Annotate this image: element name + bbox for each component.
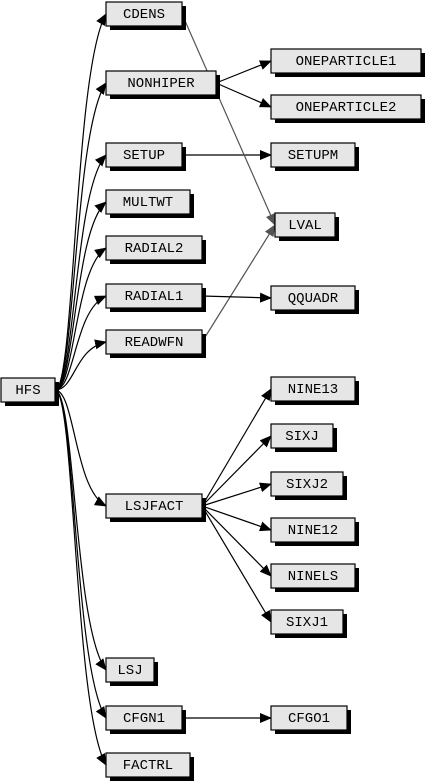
node-box [270, 517, 356, 543]
node-box [270, 563, 356, 589]
node-cfgn1: CFGN1 [105, 705, 186, 734]
node-box [105, 1, 183, 27]
node-cfgo1: CFGO1 [270, 705, 351, 734]
node-readwfn: READWFN [105, 329, 206, 358]
edge-lsjfact-to-nine12 [201, 505, 272, 532]
node-factrl: FACTRL [105, 752, 194, 781]
node-label: SIXJ2 [286, 477, 328, 493]
node-label: CFGN1 [123, 711, 165, 727]
edge-hfs-to-lsjfact [54, 389, 107, 507]
edge-hfs-to-setup [54, 154, 107, 391]
node-label: CFGO1 [288, 711, 330, 727]
node-lval: LVAL [274, 212, 339, 241]
node-label: SIXJ1 [286, 615, 328, 631]
node-radial1: RADIAL1 [105, 283, 206, 312]
node-label: ONEPARTICLE1 [296, 54, 397, 70]
node-box [270, 285, 356, 311]
node-box [105, 235, 203, 261]
node-label: SETUPM [288, 148, 338, 164]
node-nonhiper: NONHIPER [105, 70, 220, 99]
node-label: HFS [15, 383, 40, 399]
node-box [105, 189, 191, 215]
edge-lsjfact-to-nine13 [201, 388, 272, 507]
node-ninels: NINELS [270, 563, 359, 592]
node-label: SIXJ [285, 429, 319, 445]
edge-lsjfact-to-sixj2 [201, 482, 272, 507]
edge-cdens-to-lval [181, 13, 276, 226]
node-box [270, 705, 348, 731]
node-box [105, 752, 191, 778]
node-box [270, 609, 344, 635]
node-box [105, 70, 217, 96]
edge-hfs-to-radial2 [54, 247, 107, 391]
node-label: LSJFACT [125, 499, 184, 515]
node-box [105, 493, 203, 519]
edge-readwfn-to-lval [201, 224, 276, 343]
edge-lsjfact-to-sixj [201, 435, 272, 507]
node-label: QQUADR [288, 291, 339, 307]
node-radial2: RADIAL2 [105, 235, 206, 264]
node-qquadr: QQUADR [270, 285, 359, 314]
node-nine13: NINE13 [270, 376, 359, 405]
node-oneparticle1: ONEPARTICLE1 [270, 48, 425, 77]
edge-hfs-to-cdens [54, 13, 107, 391]
node-label: MULTWT [123, 195, 173, 211]
node-label: CDENS [123, 7, 165, 23]
node-label: LVAL [288, 218, 322, 234]
node-label: RADIAL1 [125, 289, 184, 305]
node-setup: SETUP [105, 142, 186, 171]
node-label: FACTRL [123, 758, 173, 774]
node-label: NINE13 [288, 382, 338, 398]
node-label: NINELS [288, 569, 338, 585]
node-label: SETUP [123, 148, 165, 164]
edge-hfs-to-readwfn [54, 339, 107, 391]
node-label: LSJ [117, 663, 142, 679]
node-box [105, 657, 155, 683]
node-box [270, 423, 334, 449]
node-box [105, 705, 183, 731]
node-box [270, 376, 356, 402]
node-setupm: SETUPM [270, 142, 359, 171]
node-label: READWFN [125, 335, 184, 351]
edge-nonhiper-to-oneparticle1 [215, 60, 272, 84]
node-label: RADIAL2 [125, 241, 184, 257]
edge-hfs-to-radial1 [54, 295, 107, 391]
node-oneparticle2: ONEPARTICLE2 [270, 94, 425, 123]
node-box [105, 142, 183, 168]
node-box [0, 377, 56, 403]
edge-hfs-to-nonhiper [54, 82, 107, 391]
edge-hfs-to-multwt [54, 201, 107, 391]
node-label: ONEPARTICLE2 [296, 100, 397, 116]
node-sixj2: SIXJ2 [270, 471, 347, 500]
edge-hfs-to-factrl [54, 389, 107, 766]
node-box [274, 212, 336, 238]
node-multwt: MULTWT [105, 189, 194, 218]
edge-lsjfact-to-sixj1 [201, 505, 272, 623]
node-hfs: HFS [0, 377, 59, 406]
edges-layer [54, 13, 276, 766]
node-lsjfact: LSJFACT [105, 493, 206, 522]
node-box [270, 471, 344, 497]
edge-lsjfact-to-ninels [201, 505, 272, 577]
node-label: NINE12 [288, 523, 338, 539]
node-box [105, 283, 203, 309]
node-label: NONHIPER [127, 76, 195, 92]
edge-radial1-to-qquadr [201, 292, 272, 303]
node-box [270, 48, 422, 74]
node-cdens: CDENS [105, 1, 186, 30]
node-sixj: SIXJ [270, 423, 337, 452]
node-box [270, 142, 356, 168]
node-lsj: LSJ [105, 657, 158, 686]
node-box [105, 329, 203, 355]
edge-hfs-to-lsj [54, 389, 107, 671]
node-nine12: NINE12 [270, 517, 359, 546]
edge-nonhiper-to-oneparticle2 [215, 82, 272, 108]
node-sixj1: SIXJ1 [270, 609, 347, 638]
node-box [270, 94, 422, 120]
